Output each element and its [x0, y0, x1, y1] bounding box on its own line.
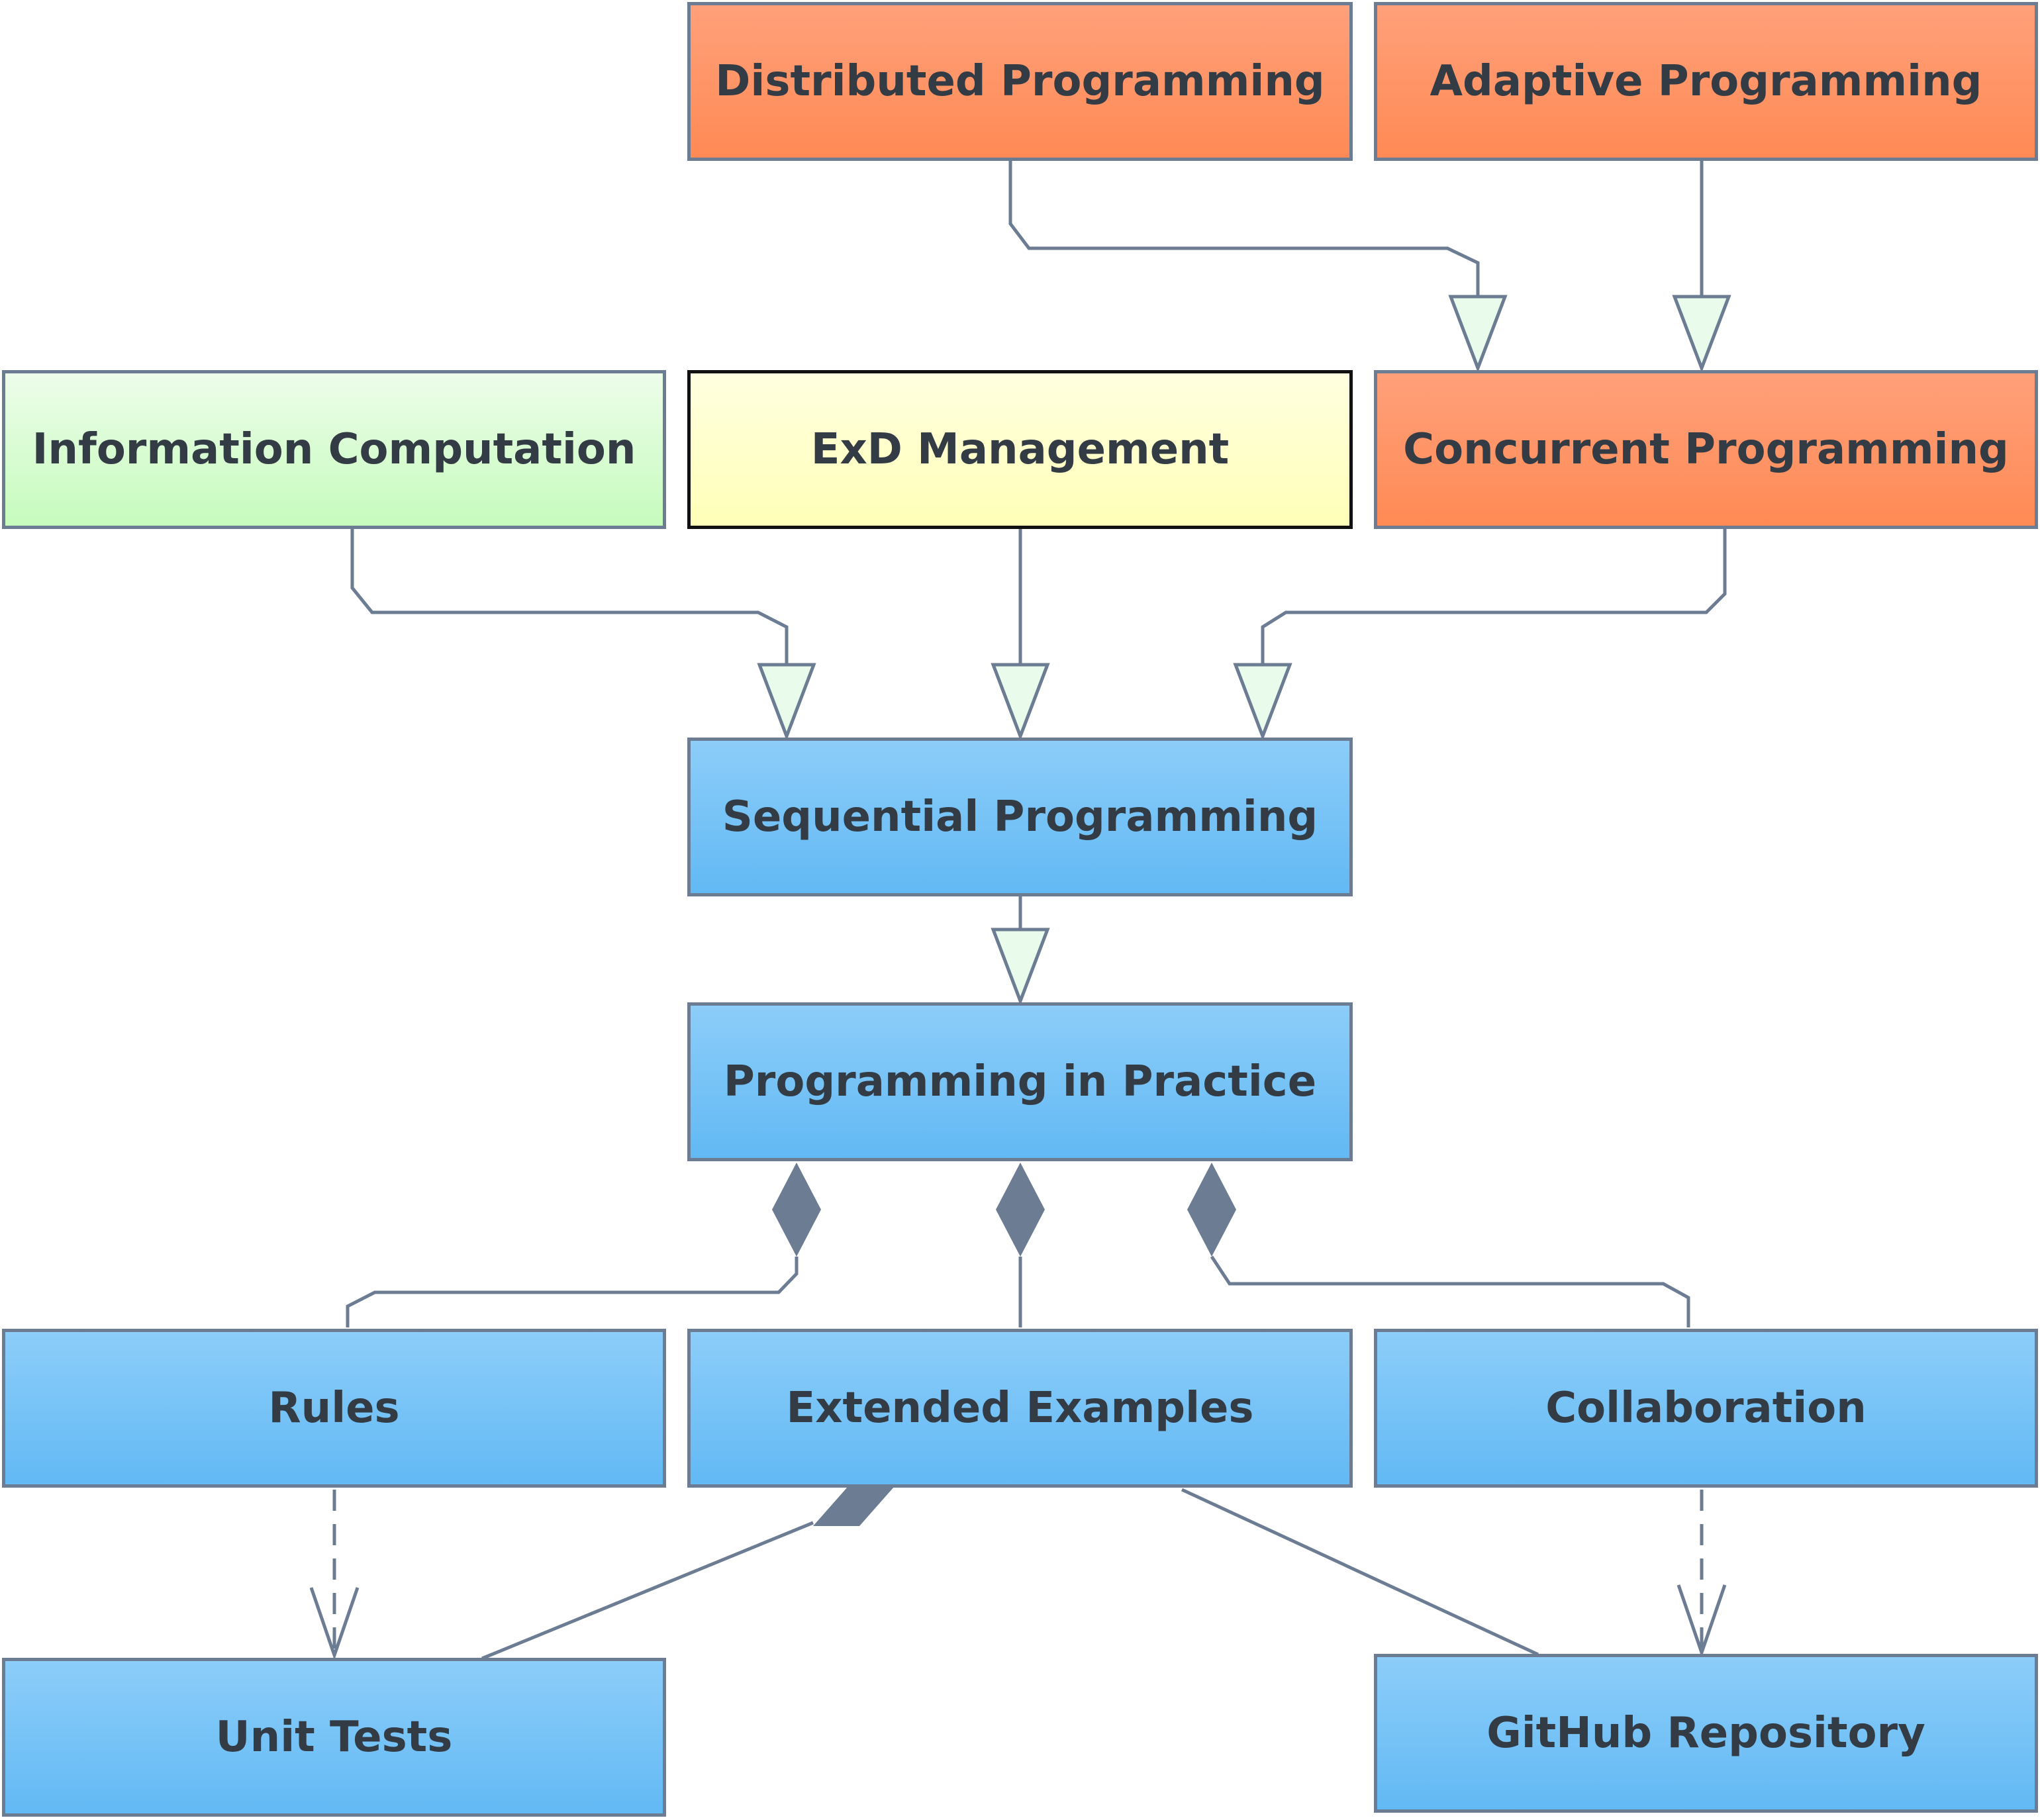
dependency-arrowhead [1676, 1584, 1727, 1658]
generalization-arrowhead [1233, 663, 1292, 742]
node-extended-examples[interactable]: Extended Examples [687, 1329, 1353, 1488]
edge-examples-to-github [1181, 1488, 1539, 1656]
node-programming-in-practice[interactable]: Programming in Practice [687, 1002, 1353, 1161]
composition-diamond [813, 1481, 899, 1526]
node-label: ExD Management [810, 425, 1230, 474]
node-label: Collaboration [1545, 1384, 1867, 1433]
node-unit-tests[interactable]: Unit Tests [2, 1658, 666, 1817]
node-exd-management[interactable]: ExD Management [687, 370, 1353, 529]
node-label: Unit Tests [215, 1713, 453, 1762]
composition-diamond [996, 1163, 1045, 1257]
node-label: Adaptive Programming [1430, 57, 1982, 106]
node-label: Rules [268, 1384, 400, 1433]
node-rules[interactable]: Rules [2, 1329, 666, 1488]
edge-distributed-to-concurrent [1008, 161, 1480, 297]
node-label: Sequential Programming [722, 792, 1318, 841]
edge-collaboration-to-practice [1210, 1255, 1690, 1327]
node-label: Distributed Programming [715, 57, 1325, 106]
generalization-arrowhead [1672, 295, 1731, 373]
generalization-arrowhead [991, 663, 1050, 742]
node-sequential-programming[interactable]: Sequential Programming [687, 738, 1353, 896]
node-label: Extended Examples [786, 1384, 1254, 1433]
node-information-computation[interactable]: Information Computation [2, 370, 666, 529]
node-label: GitHub Repository [1486, 1709, 1925, 1758]
generalization-arrowhead [757, 663, 816, 742]
composition-diamond [1187, 1163, 1236, 1257]
edge-information-to-sequential [350, 529, 789, 665]
node-distributed-programming[interactable]: Distributed Programming [687, 2, 1353, 161]
node-label: Information Computation [32, 425, 636, 474]
node-label: Programming in Practice [723, 1057, 1317, 1106]
edge-rules-to-practice [346, 1257, 799, 1327]
node-label: Concurrent Programming [1403, 425, 2009, 474]
edge-concurrent-to-sequential [1261, 529, 1727, 665]
composition-diamond [772, 1163, 821, 1257]
node-concurrent-programming[interactable]: Concurrent Programming [1374, 370, 2038, 529]
edge-unittests-to-examples [481, 1521, 814, 1660]
generalization-arrowhead [991, 928, 1050, 1006]
generalization-arrowhead [1448, 295, 1508, 373]
node-github-repository[interactable]: GitHub Repository [1374, 1654, 2038, 1813]
dependency-arrowhead [309, 1587, 360, 1660]
node-collaboration[interactable]: Collaboration [1374, 1329, 2038, 1488]
node-adaptive-programming[interactable]: Adaptive Programming [1374, 2, 2038, 161]
